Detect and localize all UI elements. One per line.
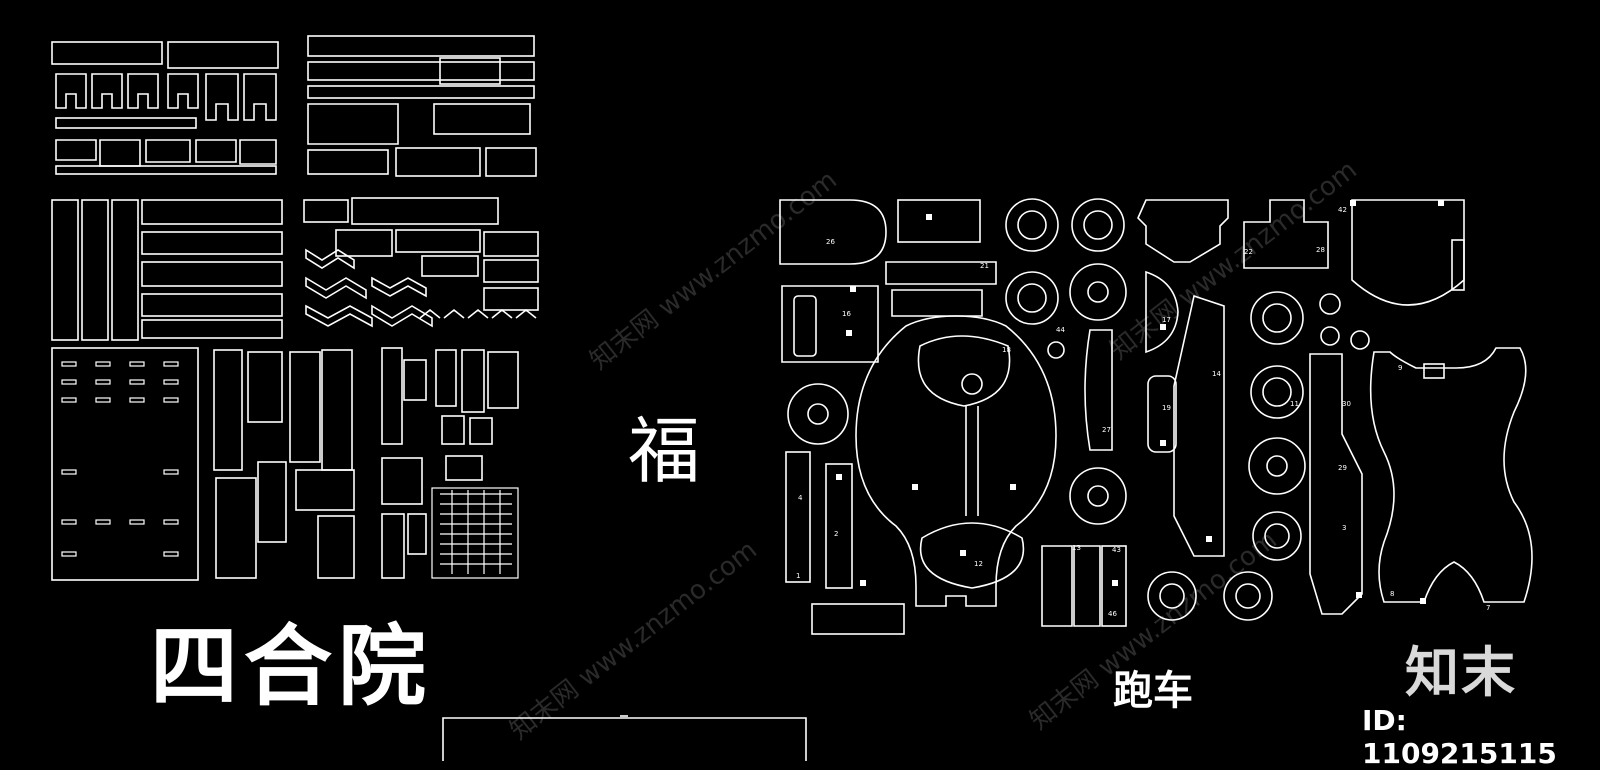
part-number: 21 bbox=[980, 262, 989, 270]
part-number: 12 bbox=[974, 560, 983, 568]
part-number: 8 bbox=[1390, 590, 1394, 598]
part-number: 11 bbox=[1290, 400, 1299, 408]
part-number: 27 bbox=[1102, 426, 1111, 434]
part-number: 44 bbox=[1056, 326, 1065, 334]
sportscar-label: 跑车 bbox=[1113, 668, 1193, 714]
part-number: 9 bbox=[1398, 364, 1402, 372]
part-number: 19 bbox=[1162, 404, 1171, 412]
id-text: ID: 1109215115 bbox=[1362, 704, 1557, 770]
part-number: 26 bbox=[826, 238, 835, 246]
marker-squares bbox=[836, 200, 1444, 604]
part-number: 46 bbox=[1108, 610, 1117, 618]
sportscar-parts bbox=[779, 198, 1533, 635]
part-number: 2 bbox=[834, 530, 838, 538]
part-number: 17 bbox=[1162, 316, 1171, 324]
part-number: 42 bbox=[1338, 206, 1347, 214]
part-number: 16 bbox=[842, 310, 851, 318]
part-number: 22 bbox=[1244, 248, 1253, 256]
part-number: 7 bbox=[1486, 604, 1490, 612]
part-number: 18 bbox=[1002, 346, 1011, 354]
border-box bbox=[442, 717, 807, 761]
part-number: 1 bbox=[796, 572, 800, 580]
part-number: 3 bbox=[1342, 524, 1346, 532]
brand-logo: 知末 bbox=[1405, 641, 1517, 704]
fu-character: 福 bbox=[628, 409, 701, 493]
siheyuan-parts bbox=[51, 35, 539, 581]
siheyuan-label: 四合院 bbox=[150, 615, 433, 718]
part-number: 14 bbox=[1212, 370, 1221, 378]
part-number: 43 bbox=[1112, 546, 1121, 554]
part-number: 13 bbox=[1072, 544, 1081, 552]
part-number: 4 bbox=[798, 494, 803, 502]
part-number: 29 bbox=[1338, 464, 1347, 472]
part-number: 30 bbox=[1342, 400, 1351, 408]
part-number: 28 bbox=[1316, 246, 1325, 254]
